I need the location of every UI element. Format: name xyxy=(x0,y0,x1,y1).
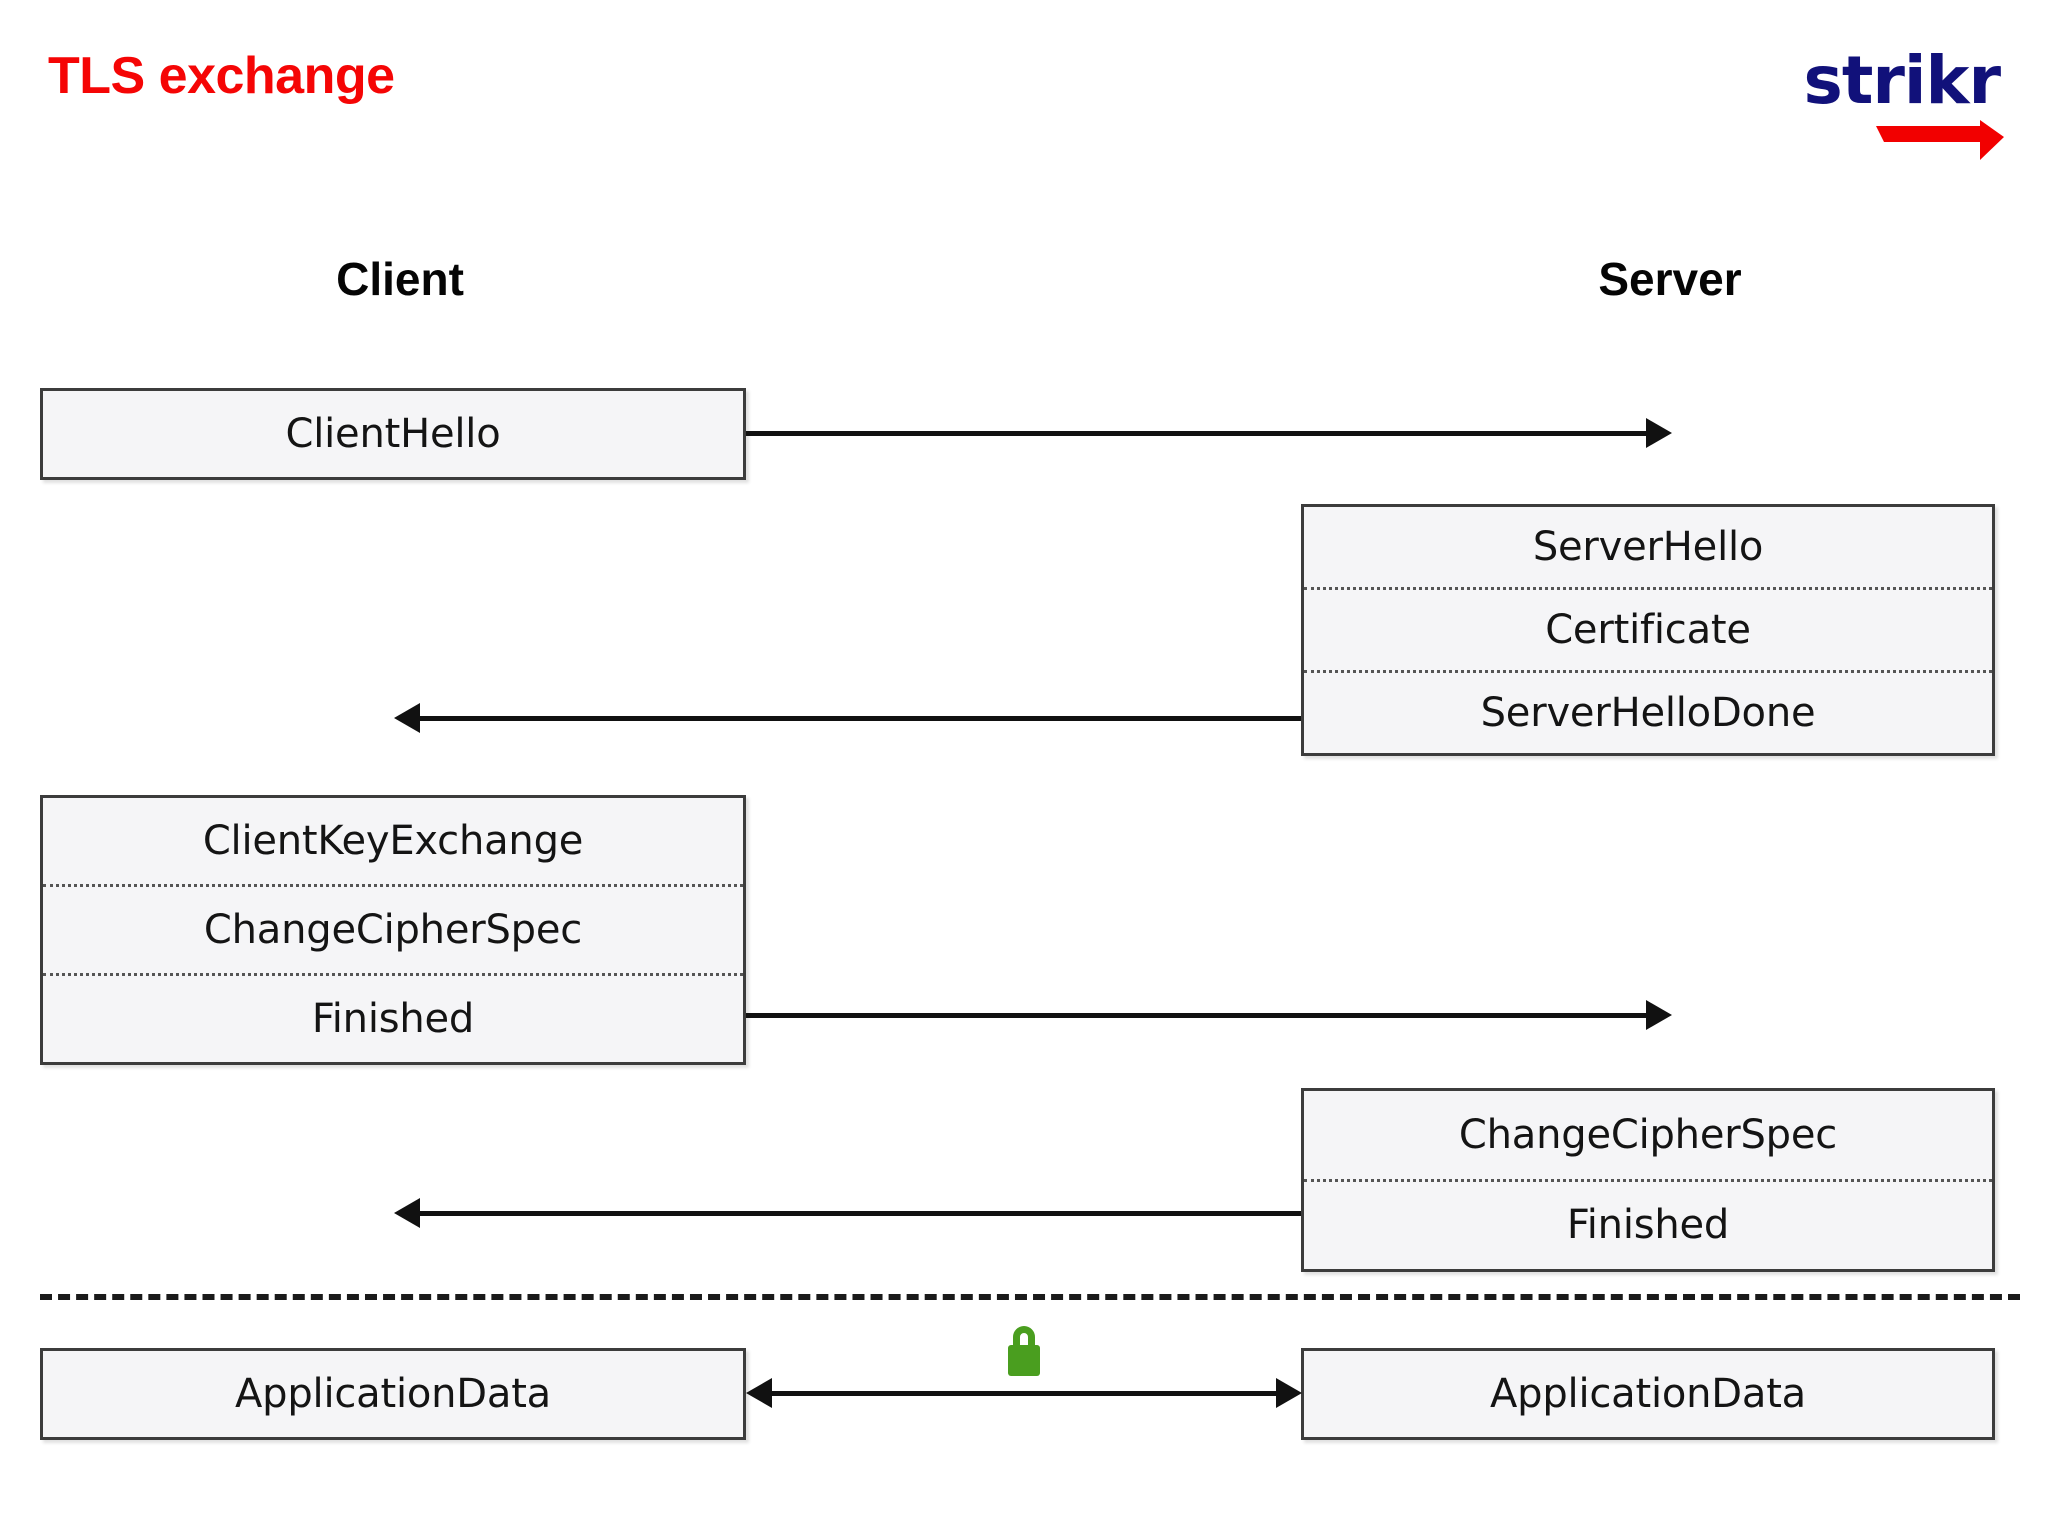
arrow-bidirectional-application-data xyxy=(772,1391,1276,1396)
arrow-head-left-icon xyxy=(746,1378,772,1408)
message-box-server-hello[interactable]: ServerHello Certificate ServerHelloDone xyxy=(1301,504,1995,756)
arrow-server-to-client-1 xyxy=(420,716,1301,721)
column-header-client: Client xyxy=(336,253,464,305)
message-row: Certificate xyxy=(1304,587,1992,670)
arrow-head-right-icon xyxy=(1276,1378,1302,1408)
message-row: Finished xyxy=(43,973,743,1062)
lock-icon xyxy=(1008,1326,1040,1376)
message-box-client-application-data[interactable]: ApplicationData xyxy=(40,1348,746,1440)
column-header-server: Server xyxy=(1598,253,1742,305)
message-row: ApplicationData xyxy=(234,1371,551,1417)
message-row: ApplicationData xyxy=(1489,1371,1806,1417)
arrow-head-left-icon xyxy=(394,703,420,733)
message-box-client-key-exchange[interactable]: ClientKeyExchange ChangeCipherSpec Finis… xyxy=(40,795,746,1065)
arrow-head-left-icon xyxy=(394,1198,420,1228)
message-row: Finished xyxy=(1304,1178,1992,1270)
brand-wordmark: strikr xyxy=(1803,42,2001,119)
page-title: TLS exchange xyxy=(48,47,395,105)
brand-logo: strikr xyxy=(1774,42,2004,160)
message-row: ServerHelloDone xyxy=(1304,670,1992,753)
arrow-client-to-server-2 xyxy=(746,1013,1646,1018)
message-row: ChangeCipherSpec xyxy=(1458,1111,1838,1158)
message-row: ClientHello xyxy=(285,411,501,457)
arrow-client-to-server-1 xyxy=(746,431,1646,436)
arrow-head-right-icon xyxy=(1646,1000,1672,1030)
arrow-head-right-icon xyxy=(1646,418,1672,448)
secure-channel-divider xyxy=(40,1294,2020,1300)
arrow-server-to-client-2 xyxy=(420,1211,1301,1216)
message-box-server-change-cipher-spec[interactable]: ChangeCipherSpec Finished xyxy=(1301,1088,1995,1272)
message-row: ServerHello xyxy=(1532,524,1764,570)
message-box-client-hello[interactable]: ClientHello xyxy=(40,388,746,480)
message-box-server-application-data[interactable]: ApplicationData xyxy=(1301,1348,1995,1440)
message-row: ClientKeyExchange xyxy=(202,818,584,864)
message-row: ChangeCipherSpec xyxy=(43,884,743,973)
red-arrow-swoosh-icon xyxy=(1876,120,2004,160)
